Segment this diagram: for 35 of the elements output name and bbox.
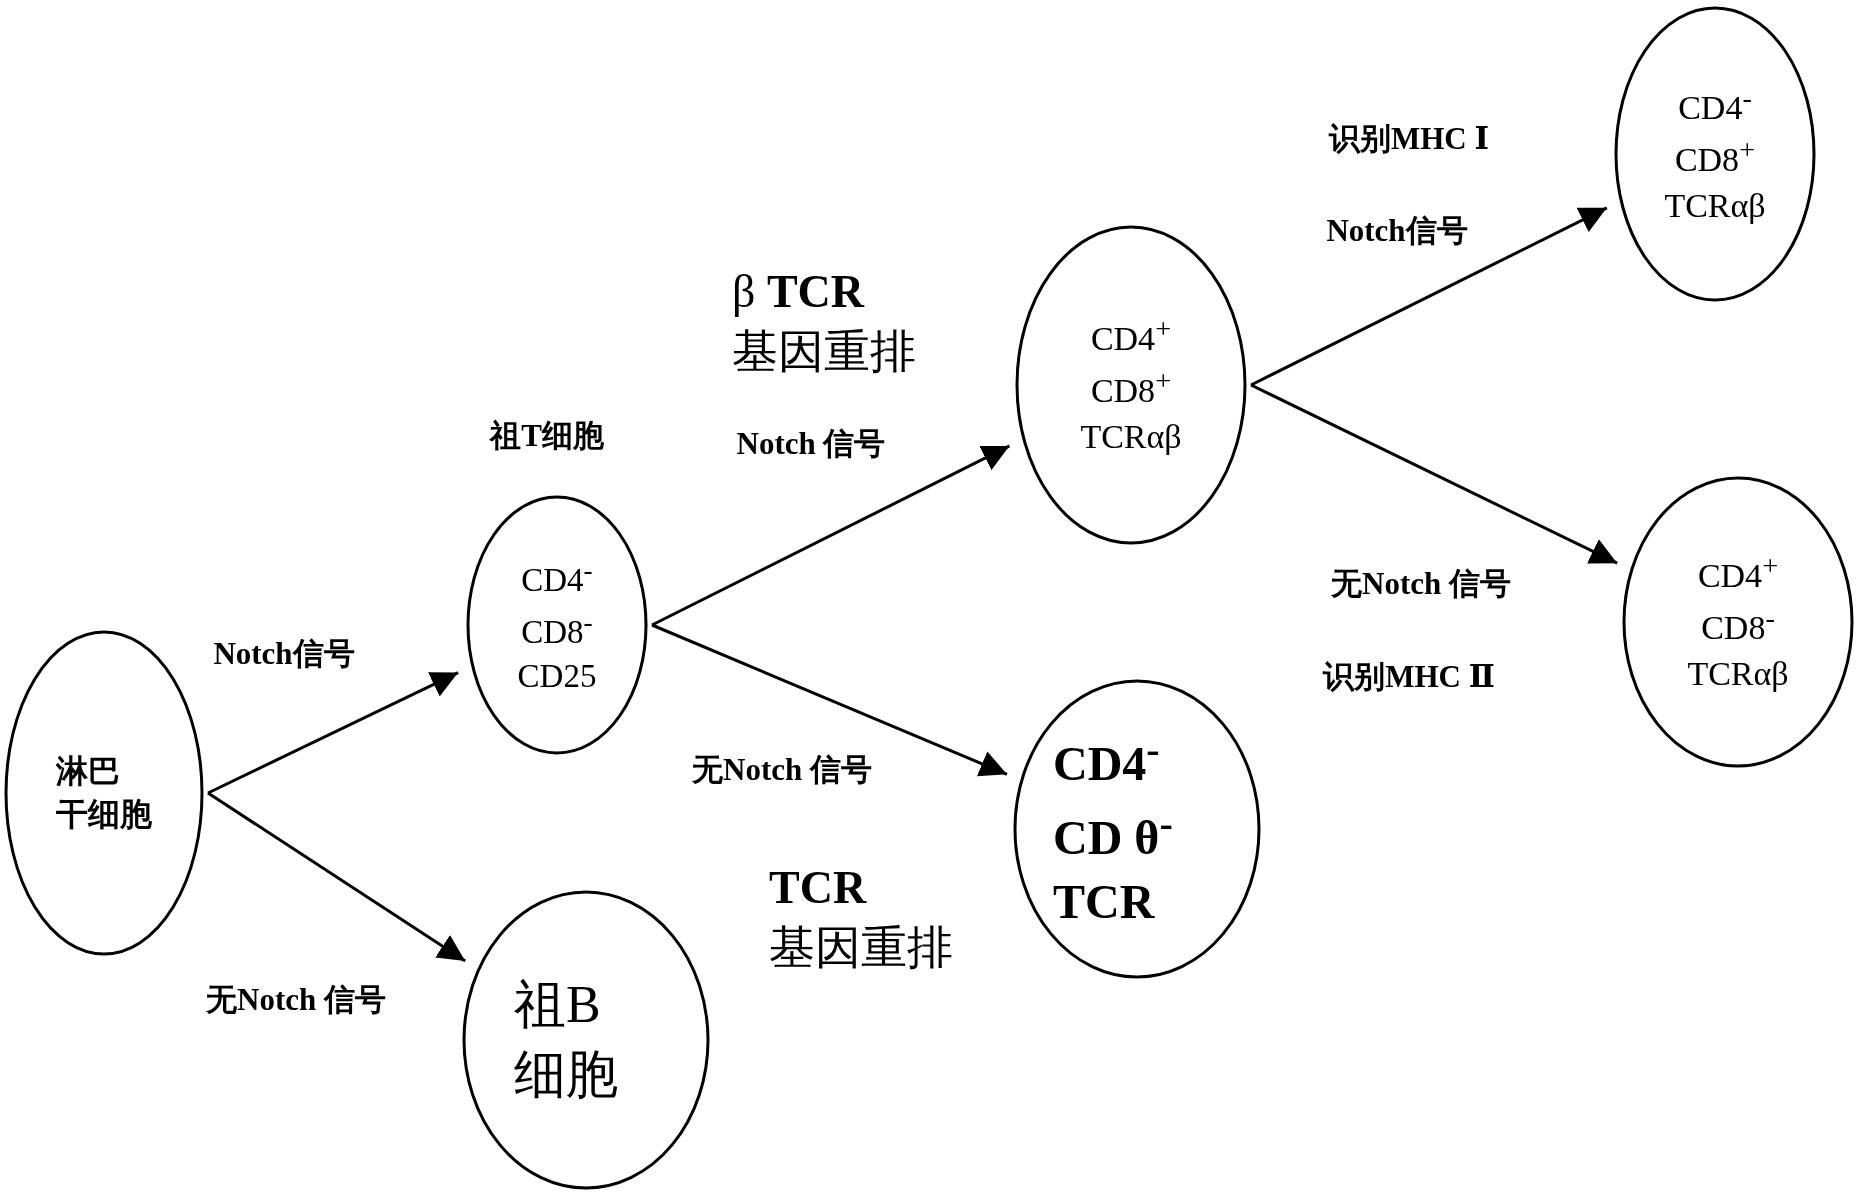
cell-label: CD8$^{-}$: [1701, 601, 1775, 649]
annotation-text: 识别MHC Ⅰ: [1329, 119, 1489, 158]
cell-ellipse: [1013, 679, 1261, 979]
cell-ellipse: [4, 630, 204, 956]
arrow: [651, 623, 1008, 777]
annotation-text: TCR 基因重排: [769, 861, 954, 975]
cell-label: TCRαβ: [1687, 654, 1789, 695]
cell-ellipse: [462, 890, 710, 1190]
cell-label: 祖B细胞: [514, 974, 618, 1105]
arrow: [207, 671, 459, 795]
cell-label: TCRαβ: [1080, 417, 1182, 458]
cell-label: CD4$^{+}$: [1090, 311, 1172, 360]
cell-label: CD4$^{-}$: [1053, 725, 1160, 792]
cell-ellipse: [1622, 476, 1854, 768]
cell-label: CD θ$^{-}$: [1053, 799, 1173, 866]
cell-label: CD8$^{+}$: [1674, 133, 1756, 181]
cell-label: 淋巴干细胞: [56, 751, 152, 834]
cell-label: CD4$^{-}$: [1678, 80, 1752, 129]
cell-label: CD8$^{+}$: [1090, 364, 1172, 412]
annotation-text: β TCR 基因重排: [732, 265, 917, 379]
cell-ellipse: [1614, 6, 1816, 302]
cell-label: CD8$^{-}$: [521, 604, 593, 652]
arrow: [1250, 206, 1608, 387]
cell-ellipse: [466, 495, 648, 755]
cell-label: TCR: [1053, 874, 1155, 931]
cell-label: TCRαβ: [1664, 186, 1766, 227]
cell-label: CD4$^{+}$: [1697, 548, 1779, 597]
arrow: [1250, 383, 1618, 565]
cell-caption: 祖T细胞: [490, 417, 604, 455]
cell-label: CD25: [517, 657, 597, 697]
arrow: [651, 444, 1011, 627]
annotation-text: 识别MHC Ⅱ: [1323, 657, 1495, 696]
cell-label: CD4$^{-}$: [521, 553, 593, 601]
arrow: [207, 791, 466, 963]
cell-ellipse: [1015, 225, 1247, 545]
